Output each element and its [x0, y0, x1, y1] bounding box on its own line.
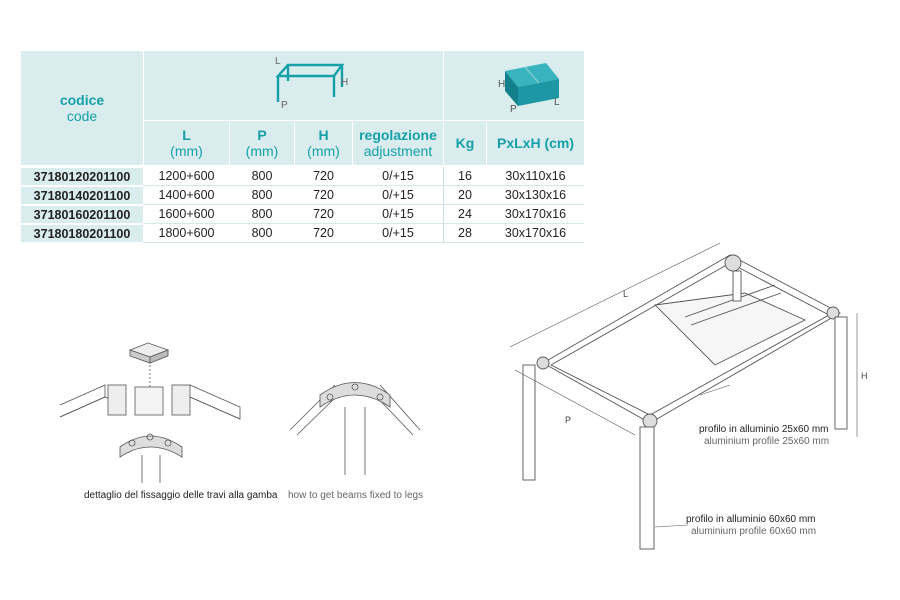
- frame-dimensions-icon: L P H: [275, 56, 348, 111]
- col-header-adjustment: regolazione adjustment: [353, 121, 443, 165]
- profile-25x60-it: profilo in alluminio 25x60 mm: [699, 424, 829, 435]
- spec-table: codice code L P H H P L: [21, 51, 584, 244]
- table-row: 37180120201100 1200+600 800 720 0/+15 16…: [21, 167, 584, 185]
- row-divider: [143, 185, 584, 186]
- exploded-joint-drawing: [59, 342, 241, 483]
- label-L: L: [623, 289, 628, 299]
- col-header-kg: Kg: [444, 121, 486, 165]
- column-divider: [443, 167, 444, 243]
- table-row: 37180180201100 1800+600 800 720 0/+15 28…: [21, 224, 584, 242]
- package-header: H P L: [444, 51, 584, 120]
- profile-25x60-en: aluminium profile 25x60 mm: [704, 436, 830, 447]
- col-header-H: H (mm): [295, 121, 352, 165]
- detail-caption-en: how to get beams fixed to legs: [288, 490, 424, 501]
- box-icon-H: H: [498, 79, 505, 90]
- detail-caption-it: dettaglio del fissaggio delle travi alla…: [84, 490, 278, 501]
- dims-icon-L: L: [275, 56, 281, 67]
- table-frame-drawing: L P H: [509, 242, 868, 550]
- row-divider: [143, 204, 584, 205]
- col-header-pack: PxLxH (cm): [487, 121, 584, 165]
- code-column-header: codice code: [21, 51, 143, 165]
- label-P: P: [565, 415, 571, 425]
- row-code: 37180160201100: [21, 205, 143, 223]
- row-code: 37180180201100: [21, 224, 143, 242]
- code-header-it: codice: [59, 92, 105, 108]
- code-header-en: code: [66, 108, 98, 124]
- profile-60x60-it: profilo in alluminio 60x60 mm: [686, 514, 816, 525]
- assembled-joint-drawing: [289, 382, 421, 475]
- box-icon-L: L: [554, 97, 560, 108]
- dims-icon-H: H: [341, 77, 348, 88]
- table-row: 37180160201100 1600+600 800 720 0/+15 24…: [21, 205, 584, 223]
- col-header-P: P (mm): [230, 121, 294, 165]
- profile-60x60-en: aluminium profile 60x60 mm: [691, 526, 817, 537]
- col-header-L: L (mm): [144, 121, 229, 165]
- box-icon-P: P: [510, 104, 517, 115]
- label-H: H: [861, 371, 868, 381]
- row-divider: [143, 242, 584, 243]
- row-code: 37180140201100: [21, 186, 143, 204]
- table-row: 37180140201100 1400+600 800 720 0/+15 20…: [21, 186, 584, 204]
- row-divider: [143, 223, 584, 224]
- dimensions-header: L P H: [144, 51, 443, 120]
- row-code: 37180120201100: [21, 167, 143, 185]
- package-box-icon: H P L: [498, 63, 560, 115]
- dims-icon-P: P: [281, 100, 288, 111]
